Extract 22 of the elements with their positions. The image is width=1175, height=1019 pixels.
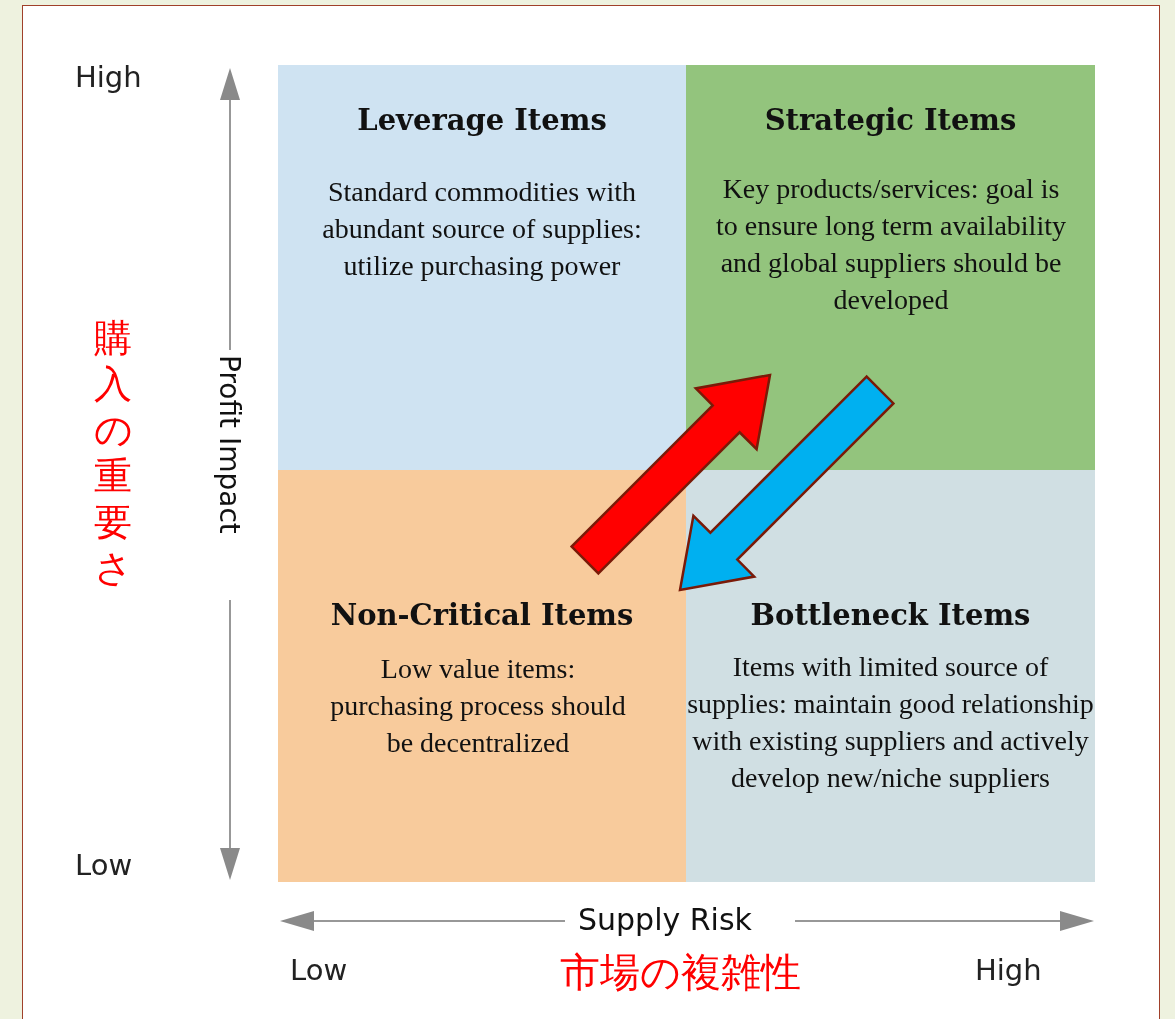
axis-title: 市場の複雑性 bbox=[560, 948, 801, 997]
quadrant-text: Key products/services: goal is to ensure long term availability and global suppliers should be developed bbox=[715, 172, 1067, 317]
quadrant bbox=[278, 65, 686, 470]
quadrant bbox=[686, 470, 1095, 882]
axis-title: Profit Impact bbox=[213, 355, 246, 534]
axis-label: Low bbox=[75, 848, 133, 882]
axis-title: Supply Risk bbox=[578, 902, 752, 937]
quadrant-text: Standard commodities with abundant source of supplies: utilize purchasing power bbox=[321, 175, 643, 283]
thick-arrow bbox=[678, 374, 896, 592]
quadrant-text: Low value items: purchasing process should be decentralized bbox=[329, 652, 627, 760]
thick-arrow bbox=[569, 373, 772, 576]
quadrant-text: Items with limited source of supplies: maintain good relationship with existing suppliers and actively develop new/niche suppliers bbox=[686, 650, 1095, 795]
quadrant-title: Bottleneck Items bbox=[749, 598, 1032, 632]
quadrant bbox=[278, 470, 686, 882]
quadrant-title: Non-Critical Items bbox=[329, 598, 635, 632]
axis-label: High bbox=[75, 60, 142, 94]
quadrant-title: Strategic Items bbox=[763, 103, 1018, 137]
axis-label: Low bbox=[290, 953, 348, 987]
quadrant-title: Leverage Items bbox=[356, 103, 608, 137]
quadrant bbox=[686, 65, 1095, 470]
axis-title: 購入の重要さ bbox=[93, 315, 133, 591]
axis-label: High bbox=[975, 953, 1042, 987]
